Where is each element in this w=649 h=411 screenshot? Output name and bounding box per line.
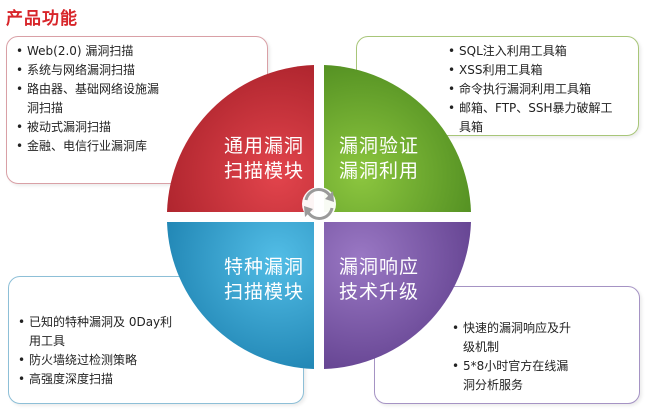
- feature-item: 5*8小时官方在线漏: [451, 357, 631, 376]
- special-scan-features-box: 已知的特种漏洞及 0Day利 用工具 防火墙绕过检测策略 高强度深度扫描: [8, 276, 304, 404]
- feature-item: 系统与网络漏洞扫描: [15, 61, 259, 80]
- feature-item: 邮箱、FTP、SSH暴力破解工: [447, 99, 630, 118]
- quadrant-top-right-line2: 漏洞利用: [339, 160, 419, 182]
- quadrant-top-right-line1: 漏洞验证: [339, 135, 419, 157]
- refresh-cycle-icon: [302, 187, 336, 221]
- feature-item: 金融、电信行业漏洞库: [15, 137, 259, 156]
- feature-item: 高强度深度扫描: [17, 370, 295, 389]
- quadrant-bottom-right: [324, 222, 471, 369]
- feature-item-continuation: 级机制: [463, 340, 500, 354]
- feature-item: 快速的漏洞响应及升: [451, 319, 631, 338]
- feature-item: 路由器、基础网络设施漏: [15, 80, 259, 99]
- feature-item: 命令执行漏洞利用工具箱: [447, 80, 630, 99]
- quadrant-top-left-line2: 扫描模块: [224, 160, 304, 182]
- feature-item: Web(2.0) 漏洞扫描: [15, 42, 259, 61]
- quadrant-top-left: [167, 65, 314, 212]
- quadrant-bottom-left: [167, 222, 314, 369]
- feature-item-continuation: 具箱: [459, 120, 484, 134]
- feature-item-continuation: 洞扫描: [27, 101, 64, 115]
- feature-item-continuation: 用工具: [29, 334, 66, 348]
- feature-item: XSS利用工具箱: [447, 61, 630, 80]
- quadrant-bottom-left-line1: 特种漏洞: [224, 256, 304, 278]
- quadrant-top-right: [324, 65, 471, 212]
- feature-item: SQL注入利用工具箱: [447, 42, 630, 61]
- quadrant-bottom-right-line2: 技术升级: [339, 281, 419, 303]
- page-title: 产品功能: [6, 9, 78, 29]
- quadrant-bottom-left-line2: 扫描模块: [224, 281, 304, 303]
- feature-item: 已知的特种漏洞及 0Day利: [17, 313, 295, 332]
- quadrant-bottom-right-line1: 漏洞响应: [339, 256, 419, 278]
- exploit-features-box: SQL注入利用工具箱 XSS利用工具箱 命令执行漏洞利用工具箱 邮箱、FTP、S…: [356, 36, 639, 136]
- feature-item: 防火墙绕过检测策略: [17, 351, 295, 370]
- feature-item-continuation: 洞分析服务: [463, 378, 524, 392]
- feature-item: 被动式漏洞扫描: [15, 118, 259, 137]
- quadrant-top-left-line1: 通用漏洞: [224, 135, 304, 157]
